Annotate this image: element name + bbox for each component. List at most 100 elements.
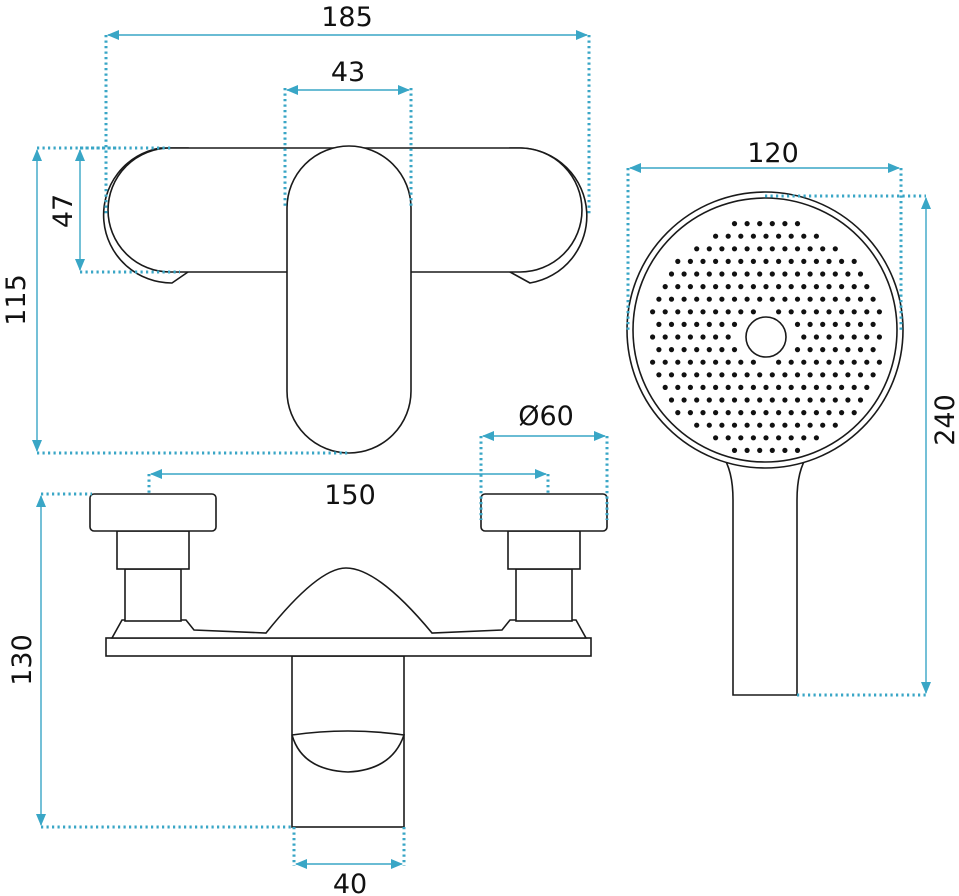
nozzle-dot bbox=[719, 321, 725, 327]
nozzle-dot bbox=[687, 334, 694, 340]
nozzle-dot bbox=[731, 246, 738, 252]
nozzle-dot bbox=[694, 271, 700, 277]
nozzle-dot bbox=[788, 284, 794, 290]
nozzle-dot bbox=[713, 384, 719, 390]
nozzle-dot bbox=[776, 309, 782, 315]
nozzle-dot bbox=[820, 397, 826, 403]
nozzle-dot bbox=[725, 334, 731, 340]
nozzle-dot bbox=[694, 246, 700, 252]
nozzle-dot bbox=[845, 372, 851, 378]
nozzle-dot bbox=[700, 284, 706, 290]
nozzle-dot bbox=[700, 359, 706, 365]
nozzle-dot bbox=[820, 422, 826, 428]
nozzle-dot bbox=[776, 410, 782, 416]
nozzle-dot bbox=[776, 384, 782, 390]
nozzle-dot bbox=[826, 284, 832, 290]
nozzle-dot bbox=[738, 233, 744, 239]
dim-label-top-width: 185 bbox=[321, 2, 373, 33]
nozzle-dot bbox=[851, 284, 857, 290]
nozzle-dot bbox=[662, 334, 668, 340]
nozzle-dot bbox=[813, 435, 820, 441]
dim-label-handle-spacing: 150 bbox=[324, 480, 376, 511]
nozzle-dot bbox=[725, 435, 731, 441]
nozzle-dot bbox=[851, 258, 857, 264]
nozzle-dot bbox=[794, 372, 801, 378]
nozzle-dot bbox=[725, 309, 731, 315]
nozzle-dot bbox=[750, 435, 757, 441]
hand-shower bbox=[626, 191, 904, 696]
nozzle-dot bbox=[788, 258, 794, 264]
nozzle-dot bbox=[794, 296, 801, 302]
shower-center-hole bbox=[745, 316, 787, 358]
nozzle-dot bbox=[744, 397, 750, 403]
nozzle-dot bbox=[794, 321, 801, 327]
nozzle-dot bbox=[864, 359, 870, 365]
nozzle-dot bbox=[731, 271, 738, 277]
nozzle-dot bbox=[675, 309, 681, 315]
nozzle-dot bbox=[706, 271, 712, 277]
nozzle-dot bbox=[744, 271, 750, 277]
nozzle-dot bbox=[687, 410, 694, 416]
right-handle-collar bbox=[507, 530, 581, 570]
top-view bbox=[102, 145, 588, 454]
nozzle-dot bbox=[725, 284, 731, 290]
nozzle-dot bbox=[832, 372, 838, 378]
nozzle-dot bbox=[744, 221, 750, 227]
nozzle-dot bbox=[820, 347, 826, 353]
shower-head-rim bbox=[632, 197, 898, 463]
shower-nozzles bbox=[650, 221, 883, 453]
nozzle-dot bbox=[687, 309, 694, 315]
nozzle-dot bbox=[807, 397, 813, 403]
nozzle-dot bbox=[744, 372, 750, 378]
dim-label-cap-height: 47 bbox=[48, 194, 79, 228]
nozzle-dot bbox=[662, 309, 668, 315]
nozzle-dot bbox=[700, 410, 706, 416]
nozzle-dot bbox=[813, 233, 820, 239]
dimension-lines bbox=[32, 30, 931, 869]
nozzle-dot bbox=[675, 410, 681, 416]
nozzle-dot bbox=[706, 246, 712, 252]
nozzle-dot bbox=[706, 296, 712, 302]
nozzle-dot bbox=[807, 246, 813, 252]
nozzle-dot bbox=[706, 422, 712, 428]
nozzle-dot bbox=[750, 309, 757, 315]
nozzle-dot bbox=[750, 284, 757, 290]
nozzle-dot bbox=[731, 296, 738, 302]
nozzle-dot bbox=[681, 347, 687, 353]
nozzle-dot bbox=[719, 296, 725, 302]
nozzle-dot bbox=[857, 321, 864, 327]
nozzle-dot bbox=[807, 296, 813, 302]
nozzle-dot bbox=[857, 296, 864, 302]
nozzle-dot bbox=[650, 309, 656, 315]
nozzle-dot bbox=[744, 246, 750, 252]
nozzle-dot bbox=[738, 359, 744, 365]
spout bbox=[291, 655, 405, 828]
nozzle-dot bbox=[757, 447, 763, 453]
nozzle-dot bbox=[763, 233, 769, 239]
nozzle-dot bbox=[662, 384, 668, 390]
nozzle-dot bbox=[706, 372, 712, 378]
nozzle-dot bbox=[813, 258, 820, 264]
nozzle-dot bbox=[832, 296, 838, 302]
nozzle-dot bbox=[744, 447, 750, 453]
nozzle-dot bbox=[687, 284, 694, 290]
nozzle-dot bbox=[656, 321, 662, 327]
nozzle-dot bbox=[725, 359, 731, 365]
nozzle-dot bbox=[706, 397, 712, 403]
nozzle-dot bbox=[650, 359, 656, 365]
nozzle-dot bbox=[870, 372, 876, 378]
nozzle-dot bbox=[725, 384, 731, 390]
nozzle-dot bbox=[681, 321, 687, 327]
nozzle-dot bbox=[757, 372, 763, 378]
nozzle-dot bbox=[731, 347, 738, 353]
nozzle-dot bbox=[700, 334, 706, 340]
nozzle-dot bbox=[845, 347, 851, 353]
nozzle-dot bbox=[694, 321, 700, 327]
nozzle-dot bbox=[719, 397, 725, 403]
nozzle-dot bbox=[725, 233, 731, 239]
nozzle-dot bbox=[744, 422, 750, 428]
nozzle-dot bbox=[832, 271, 838, 277]
nozzle-dot bbox=[801, 334, 807, 340]
nozzle-dot bbox=[713, 233, 719, 239]
